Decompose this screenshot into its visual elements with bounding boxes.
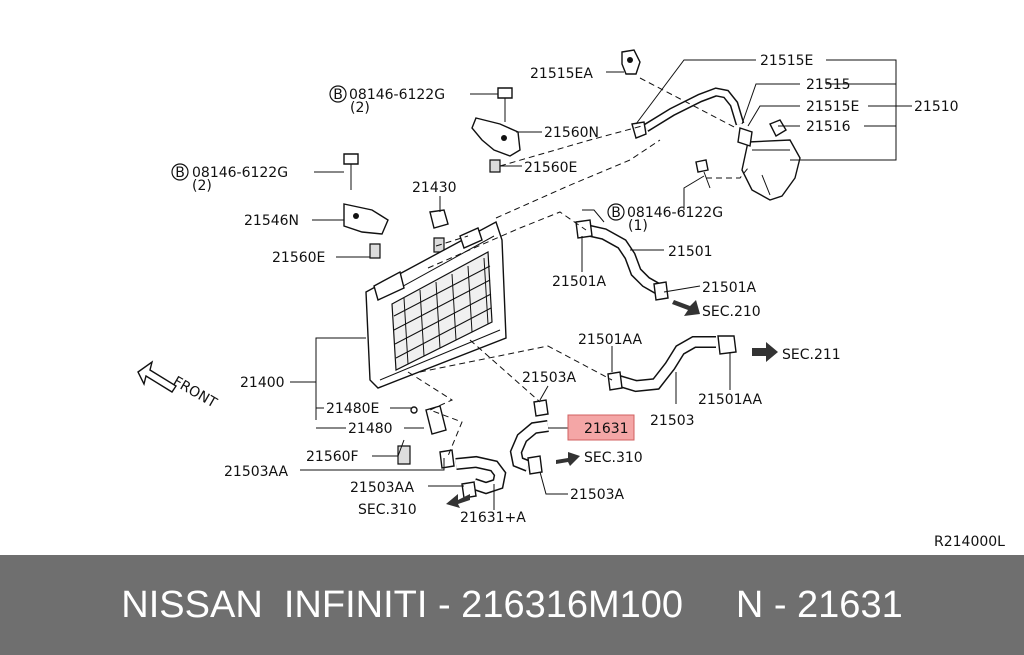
label-bolt-left: 08146-6122G [192,165,288,181]
label-21503A-top: 21503A [522,370,577,386]
label-sec210: SEC.210 [702,304,761,320]
label-21631A: 21631+A [460,510,526,526]
label-21501AA-right: 21501AA [698,392,763,408]
part-number-banner: NISSAN INFINITI - 216316M100 N - 21631 [0,555,1024,655]
label-21480: 21480 [348,421,393,437]
diagram-code: R214000L [934,534,1005,550]
bolt-left [343,153,359,190]
label-bolt-left-qty: (2) [192,178,212,194]
label-21560E-left: 21560E [272,250,325,266]
label-21510: 21510 [914,99,959,115]
label-21501A-right: 21501A [702,280,757,296]
label-21501A-left: 21501A [552,274,607,290]
bolt-right [695,159,711,189]
label-21515E-mid: 21515E [806,99,859,115]
leader-lines [290,59,912,510]
label-21501AA-top: 21501AA [578,332,643,348]
arrow-sec210 [672,300,700,316]
dashed-reference-lines [407,77,749,457]
arrow-sec211 [752,342,778,362]
label-sec310-right: SEC.310 [584,450,643,466]
label-21503: 21503 [650,413,695,429]
label-front: FRONT [170,374,220,412]
label-21515E-top: 21515E [760,53,813,69]
hose-21631A [439,449,507,499]
clip-21515EA [621,49,641,75]
arrow-sec310-right [556,452,580,466]
label-21400: 21400 [240,375,285,391]
bolt-marker-left: B [171,163,189,181]
label-21516: 21516 [806,119,851,135]
highlight-21631 [567,414,635,441]
label-bolt-right-qty: (1) [628,218,648,234]
label-21546N: 21546N [244,213,299,229]
mount-21560E-left [369,243,381,259]
label-21631: 21631 [584,421,629,437]
hose-21503 [607,335,737,393]
label-21560F: 21560F [306,449,359,465]
svg-text:B: B [333,87,343,103]
cap-21430 [429,209,449,253]
label-21503AA-left: 21503AA [224,464,289,480]
label-sec310-left: SEC.310 [358,502,417,518]
bolt-top [497,87,513,122]
svg-text:B: B [175,165,185,181]
label-21480E: 21480E [326,401,379,417]
hose-clamp-21515E [631,121,647,139]
label-21503A-bottom: 21503A [570,487,625,503]
reservoir-tank [737,119,801,201]
parts-diagram: B B B 21515EA 21515E 21515 21515E 21510 … [137,49,1005,550]
mount-21560F [397,445,411,465]
banner-text: NISSAN INFINITI - 216316M100 N - 21631 [121,584,903,626]
bracket-21560N [471,117,521,157]
svg-text:B: B [611,205,621,221]
radiator [365,220,507,389]
label-21560E-top: 21560E [524,160,577,176]
bolt-marker-right: B [607,203,625,221]
drain-21480 [410,405,447,435]
mount-21560E-top [489,159,501,173]
hose-21631 [509,399,549,475]
label-bolt-right: 08146-6122G [627,205,723,221]
label-21515: 21515 [806,77,851,93]
reservoir-hose [643,87,745,132]
bolt-marker-top: B [329,85,347,103]
label-21560N: 21560N [544,125,599,141]
bracket-21546N [343,203,389,235]
label-21503AA-bottom: 21503AA [350,480,415,496]
arrow-sec310-left [446,494,470,508]
label-21515EA: 21515EA [530,66,593,82]
label-sec211: SEC.211 [782,347,841,363]
label-21501: 21501 [668,244,713,260]
label-bolt-top-qty: (2) [350,100,370,116]
label-21430: 21430 [412,180,457,196]
label-bolt-top: 08146-6122G [349,87,445,103]
front-arrow-icon [137,360,177,393]
